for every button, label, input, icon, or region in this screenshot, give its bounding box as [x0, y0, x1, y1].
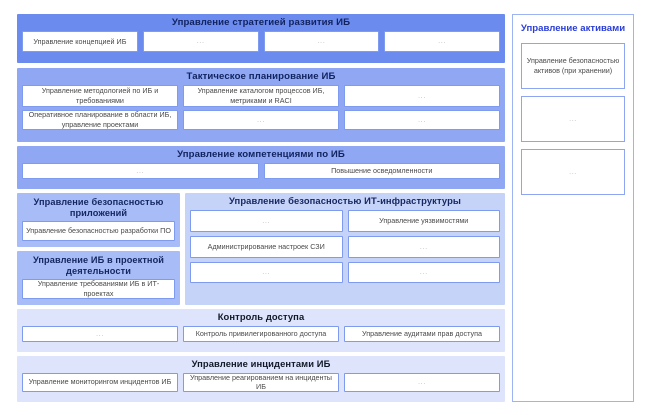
cell-infra-1-1[interactable]: ... — [190, 209, 343, 232]
cell-access-3[interactable]: Управление аудитами прав доступа — [344, 325, 500, 342]
block-infra[interactable]: Управление безопасностью ИТ-инфраструкту… — [185, 193, 505, 305]
block-incidents-title: Управление инцидентами ИБ — [191, 358, 331, 369]
block-competence-title: Управление компетенциями по ИБ — [177, 149, 345, 160]
cell-access-1[interactable]: ... — [22, 325, 178, 342]
block-access[interactable]: Контроль доступа ... Контроль привилегир… — [17, 309, 505, 352]
cell-infra-3-1[interactable]: ... — [190, 261, 343, 283]
panel-cell-assets-3[interactable]: ... — [521, 148, 625, 195]
cell-project-1[interactable]: Управление требованиями ИБ в ИТ-проектах — [22, 279, 175, 300]
cell-access-2[interactable]: Контроль привилегированного доступа — [183, 325, 339, 342]
block-project-title: Управление ИБ в проектной деятельности — [32, 255, 165, 276]
block-access-title: Контроль доступа — [217, 311, 305, 322]
cell-tactical-2-2[interactable]: ... — [183, 110, 339, 131]
panel-cell-assets-1[interactable]: Управление безопасностью активов (при хр… — [521, 42, 625, 89]
cell-tactical-2-3[interactable]: ... — [344, 110, 500, 131]
block-appsec[interactable]: Управление безопасностью приложений Упра… — [17, 193, 180, 247]
block-strategy-title: Управление стратегией развития ИБ — [171, 17, 351, 28]
cell-infra-3-2[interactable]: ... — [347, 261, 500, 283]
cell-competence-1[interactable]: ... — [22, 163, 259, 180]
cell-tactical-1-3[interactable]: ... — [344, 85, 500, 108]
cell-tactical-1-1[interactable]: Управление методологией по ИБ и требован… — [22, 85, 178, 108]
block-infra-title: Управление безопасностью ИТ-инфраструкту… — [228, 195, 462, 206]
cell-appsec-1[interactable]: Управление безопасностью разработки ПО — [22, 221, 175, 242]
cell-incidents-3[interactable]: ... — [344, 372, 500, 392]
cell-strategy-2[interactable]: ... — [142, 31, 259, 53]
cell-tactical-2-1[interactable]: Оперативное планирование в области ИБ, у… — [22, 110, 178, 131]
block-tactical-title: Тактическое планирование ИБ — [186, 71, 336, 82]
block-strategy[interactable]: Управление стратегией развития ИБ Управл… — [17, 14, 505, 63]
block-project[interactable]: Управление ИБ в проектной деятельности У… — [17, 251, 180, 305]
block-tactical[interactable]: Тактическое планирование ИБ Управление м… — [17, 68, 505, 142]
cell-strategy-1[interactable]: Управление концепцией ИБ — [22, 31, 138, 53]
block-appsec-title: Управление безопасностью приложений — [33, 197, 164, 218]
block-competence[interactable]: Управление компетенциями по ИБ ... Повыш… — [17, 146, 505, 189]
panel-cell-assets-2[interactable]: ... — [521, 95, 625, 142]
cell-infra-1-2[interactable]: Управление уязвимостями — [347, 209, 500, 232]
cell-strategy-4[interactable]: ... — [384, 31, 500, 53]
cell-incidents-1[interactable]: Управление мониторингом инцидентов ИБ — [22, 372, 178, 392]
cell-infra-2-2[interactable]: ... — [347, 235, 500, 258]
block-incidents[interactable]: Управление инцидентами ИБ Управление мон… — [17, 356, 505, 402]
cell-infra-2-1[interactable]: Администрирование настроек СЗИ — [190, 235, 343, 258]
cell-tactical-1-2[interactable]: Управление каталогом процессов ИБ, метри… — [183, 85, 339, 108]
cell-strategy-3[interactable]: ... — [263, 31, 380, 53]
cell-competence-2[interactable]: Повышение осведомленности — [263, 163, 500, 180]
panel-assets[interactable]: Управление активами Управление безопасно… — [512, 14, 634, 402]
panel-assets-title: Управление активами — [520, 23, 626, 34]
cell-incidents-2[interactable]: Управление реагированием на инциденты ИБ — [183, 373, 339, 392]
